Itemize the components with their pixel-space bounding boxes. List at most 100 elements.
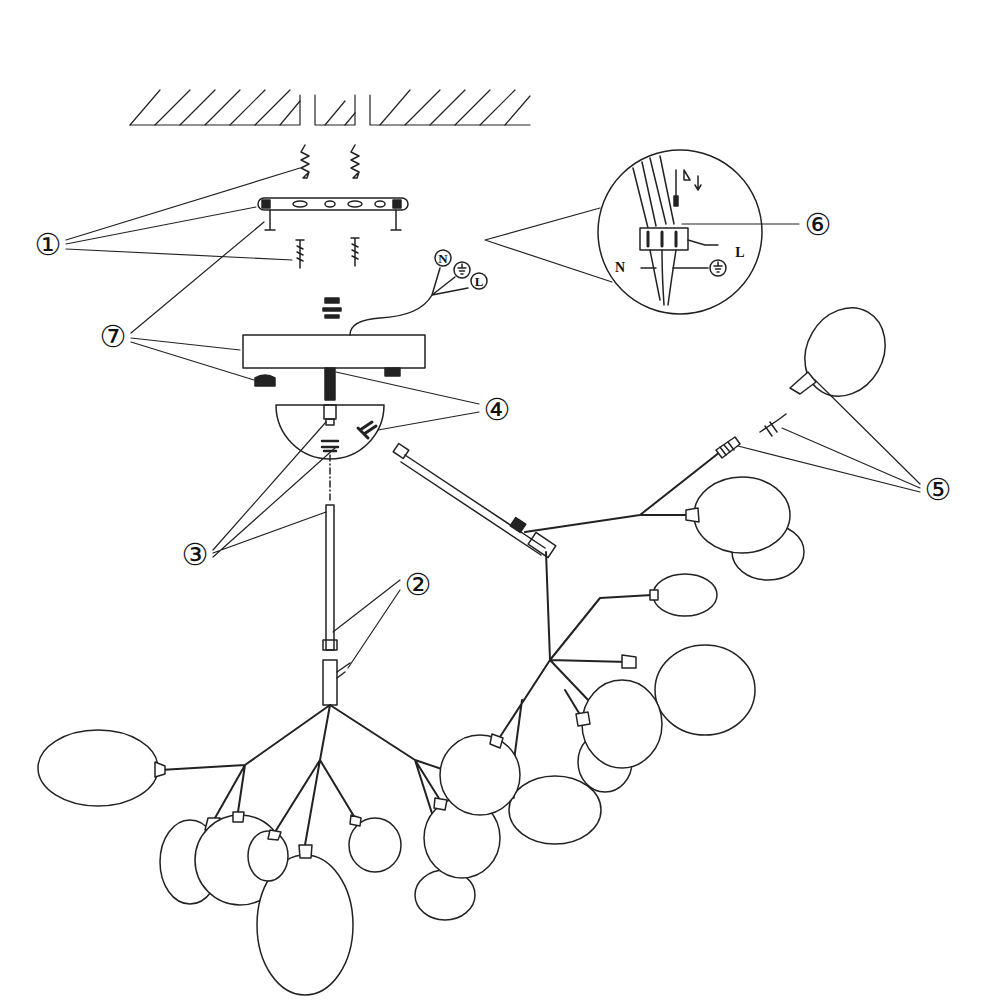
cup <box>325 368 335 400</box>
canopy <box>385 368 400 376</box>
down-rod <box>337 663 350 678</box>
down-rod <box>329 455 331 500</box>
cup <box>326 419 334 425</box>
callout-number: ⑥ <box>805 210 832 240</box>
bulb <box>434 798 447 810</box>
nut <box>325 315 339 318</box>
mounting-bar <box>293 201 307 207</box>
bulb <box>653 574 717 616</box>
canopy <box>471 273 487 289</box>
leader-line <box>131 222 264 380</box>
screw <box>296 238 359 268</box>
arm <box>510 517 526 532</box>
leader-line <box>213 422 335 557</box>
bulb <box>622 655 636 668</box>
cup <box>358 422 376 438</box>
arm <box>393 443 556 557</box>
cup <box>276 405 384 459</box>
canopy <box>458 264 466 274</box>
nut <box>323 298 341 318</box>
down-rod <box>323 640 337 650</box>
down-rod <box>326 505 334 650</box>
arm <box>528 532 556 557</box>
down-rod <box>323 660 337 705</box>
wiring-inset <box>650 250 676 305</box>
bulb <box>233 812 244 822</box>
callout-number: ⑤ <box>925 475 952 505</box>
branch <box>498 452 720 790</box>
leader-line <box>336 372 479 430</box>
bulb <box>268 830 281 840</box>
bulb <box>694 477 790 553</box>
leader-line <box>738 380 920 492</box>
cup <box>276 368 384 459</box>
mounting-bar <box>393 200 401 208</box>
callout-number: ⑦ <box>100 322 127 352</box>
canopy <box>454 262 470 278</box>
leader-line <box>333 580 400 668</box>
bulb <box>509 776 601 844</box>
canopy <box>243 250 487 386</box>
socket <box>720 442 734 455</box>
wiring-inset <box>648 232 676 246</box>
bulb <box>686 508 699 522</box>
bulb <box>576 712 590 726</box>
wall-anchor <box>301 145 359 178</box>
ceiling <box>130 90 530 125</box>
mounting-bar <box>348 201 362 207</box>
wiring-inset <box>640 228 688 250</box>
bulb <box>582 680 662 768</box>
mounting-bar <box>262 200 270 208</box>
leader-line <box>682 223 799 224</box>
mounting-bar <box>258 198 408 210</box>
leader-line <box>66 168 300 260</box>
bulb <box>440 477 804 815</box>
bulb <box>655 645 755 735</box>
wiring-inset <box>695 176 701 190</box>
socket <box>716 293 901 458</box>
mounting-bar <box>258 198 408 230</box>
wiring-inset <box>674 170 678 206</box>
wiring-inset <box>641 240 718 268</box>
wiring-inset <box>710 260 726 276</box>
wiring-inset <box>598 150 762 314</box>
callout-number: ④ <box>484 395 511 425</box>
wiring-inset <box>485 150 762 314</box>
wiring-inset <box>633 156 674 228</box>
screw <box>296 240 304 268</box>
wiring-inset <box>485 208 612 282</box>
socket <box>716 437 740 458</box>
canopy <box>350 268 440 335</box>
nut <box>323 308 341 311</box>
wall-anchor <box>351 145 359 178</box>
callout-number: ① <box>35 230 62 260</box>
canopy <box>432 277 468 295</box>
callout-number: ② <box>405 570 432 600</box>
bulb <box>490 734 503 748</box>
wiring-inset <box>684 170 690 180</box>
branch <box>498 452 720 790</box>
socket <box>789 293 901 411</box>
arm <box>401 455 545 555</box>
bulb <box>350 815 361 826</box>
screw <box>351 238 359 266</box>
callout-number: ③ <box>182 540 209 570</box>
bulb <box>650 590 658 600</box>
canopy <box>255 375 275 386</box>
socket <box>790 372 816 394</box>
bulb <box>440 735 520 815</box>
bulb <box>248 831 288 881</box>
down-rod <box>323 455 350 705</box>
bulb <box>155 762 165 777</box>
ceiling <box>130 90 530 125</box>
wire-letter: L <box>735 246 744 260</box>
canopy <box>243 335 425 368</box>
bulb <box>38 730 601 995</box>
cup <box>322 441 338 451</box>
mounting-bar <box>375 201 385 207</box>
wall-anchor <box>301 145 309 178</box>
mounting-bar <box>265 210 401 230</box>
wire-letter: L <box>475 275 484 288</box>
